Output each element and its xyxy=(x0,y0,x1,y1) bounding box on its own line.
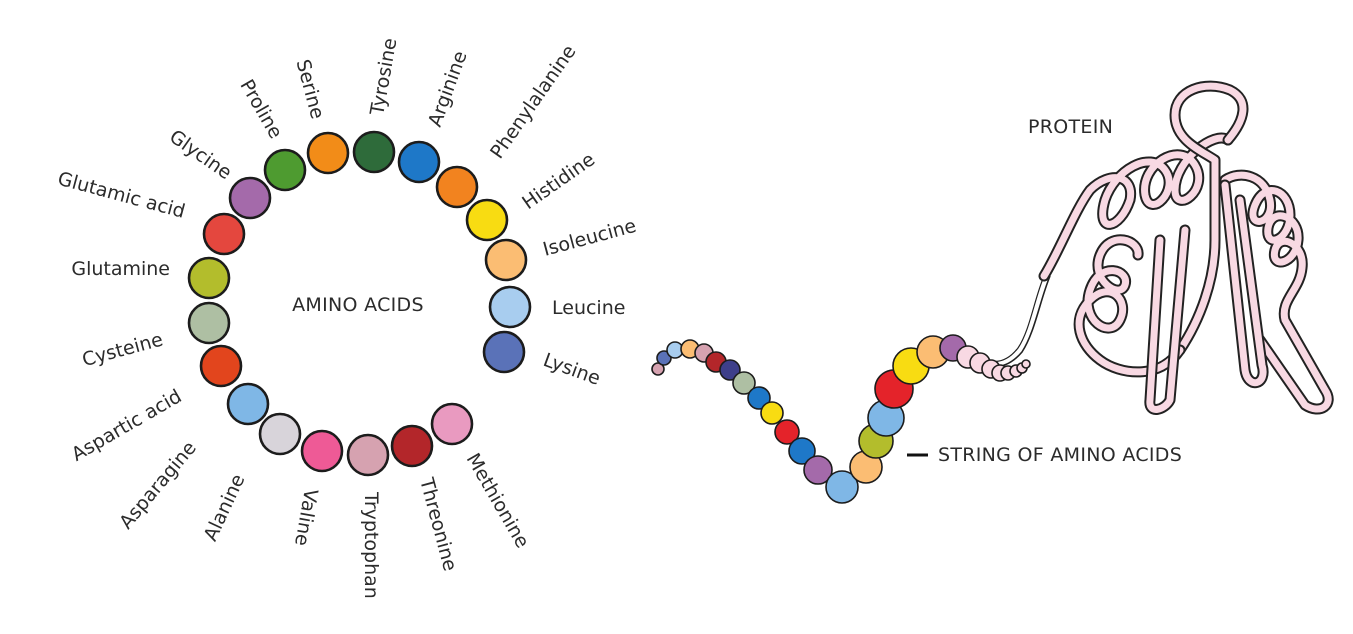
label-isoleucine: Isoleucine xyxy=(541,215,639,261)
bead-tyrosine xyxy=(352,130,396,174)
label-proline: Proline xyxy=(235,76,286,143)
bead-valine xyxy=(300,429,344,473)
chain-bead xyxy=(719,359,741,381)
bead-arginine xyxy=(397,140,441,184)
label-glutamine: Glutamine xyxy=(71,258,170,280)
label-arginine: Arginine xyxy=(424,48,472,130)
label-serine: Serine xyxy=(291,57,328,121)
bead-lysine xyxy=(482,330,526,374)
chain-bead xyxy=(760,401,784,425)
bead-glycine xyxy=(228,176,272,220)
label-valine: Valine xyxy=(290,487,322,547)
bead-proline xyxy=(263,148,307,192)
chain-bead xyxy=(803,455,833,485)
bead-methionine xyxy=(430,402,474,446)
bead-alanine xyxy=(258,412,302,456)
label-lysine: Lysine xyxy=(540,349,603,390)
bead-asparagine xyxy=(226,382,270,426)
amino-acid-ring xyxy=(187,130,532,477)
bead-isoleucine xyxy=(484,238,528,282)
chain-bead xyxy=(774,419,800,445)
bead-cysteine xyxy=(187,301,231,345)
amino-acid-labels: Tyrosine Arginine PhenylalanineHistidineIs… xyxy=(55,36,638,598)
label-threonine: Threonine xyxy=(415,475,461,574)
label-tryptophan: Tryptophan xyxy=(360,491,382,599)
label-methionine: Methionine xyxy=(462,450,534,552)
chain-bead xyxy=(732,371,756,395)
label-cysteine: Cysteine xyxy=(80,329,165,372)
label-aspartic-acid: Aspartic acid xyxy=(68,385,186,466)
bead-threonine xyxy=(390,424,434,468)
chain-bead xyxy=(1021,359,1031,369)
chain-bead xyxy=(651,362,665,376)
label-leucine: Leucine xyxy=(552,297,625,319)
center-label: AMINO ACIDS xyxy=(292,294,424,316)
amino-acid-chain xyxy=(651,334,1031,504)
label-asparagine: Asparagine xyxy=(115,437,201,533)
label-tyrosine: Tyrosine xyxy=(366,36,401,117)
chain-bead xyxy=(747,386,771,410)
chain-bead xyxy=(788,437,816,465)
label-glycine: Glycine xyxy=(165,126,236,185)
protein-ribbon xyxy=(1038,80,1334,415)
bead-phenylalanine xyxy=(435,165,479,209)
label-alanine: Alanine xyxy=(200,471,250,545)
bead-serine xyxy=(306,131,350,175)
chain-bead xyxy=(825,470,859,504)
label-phenylalanine: Phenylalanine xyxy=(486,41,581,163)
bead-aspartic-acid xyxy=(199,344,243,388)
protein-label: PROTEIN xyxy=(1028,116,1113,138)
label-histidine: Histidine xyxy=(518,148,599,214)
bead-glutamine xyxy=(187,256,231,300)
bead-histidine xyxy=(465,198,509,242)
chain-label: STRING OF AMINO ACIDS xyxy=(938,444,1182,466)
bead-glutamic-acid xyxy=(202,212,246,256)
bead-leucine xyxy=(488,285,532,329)
bead-tryptophan xyxy=(346,433,390,477)
label-glutamic-acid: Glutamic acid xyxy=(55,168,187,223)
